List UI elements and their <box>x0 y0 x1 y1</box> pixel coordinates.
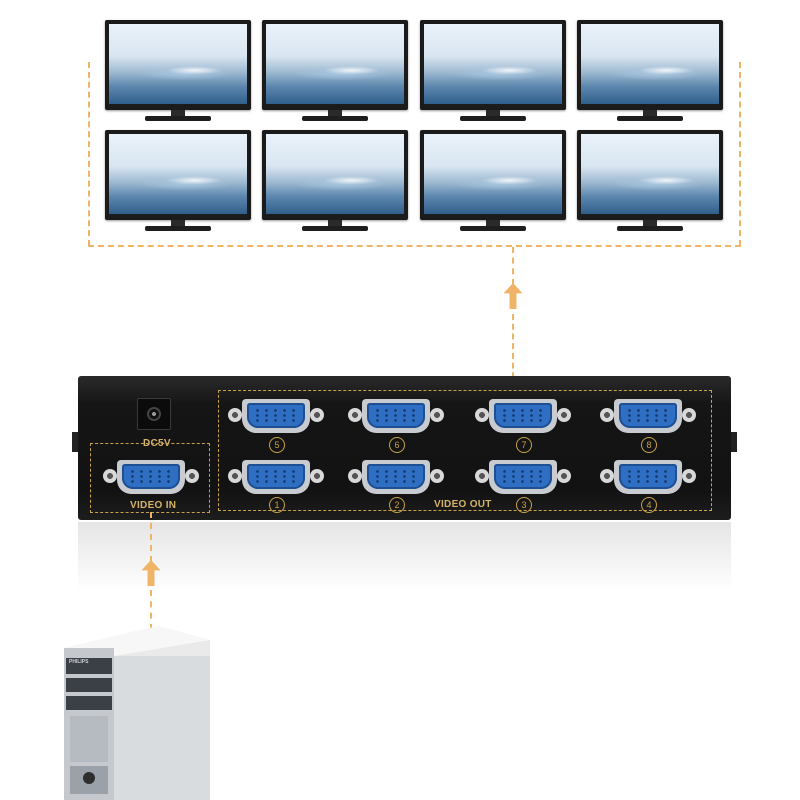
port-number: 5 <box>269 437 285 453</box>
up-arrow-icon <box>503 283 523 309</box>
monitor <box>577 130 723 235</box>
monitor <box>420 20 566 125</box>
vga-output-port-1 <box>228 460 324 494</box>
computer-brand-label: PHILIPS <box>69 659 89 665</box>
port-number: 7 <box>516 437 532 453</box>
port-number: 1 <box>269 497 285 513</box>
wall-bracket-left <box>88 62 90 246</box>
monitor <box>420 130 566 235</box>
device-ear-left <box>72 432 78 452</box>
vga-output-port-7 <box>475 399 571 433</box>
vga-output-port-5 <box>228 399 324 433</box>
monitor <box>105 130 251 235</box>
device-reflection <box>78 522 731 592</box>
vga-input-port <box>103 460 199 494</box>
port-number: 8 <box>641 437 657 453</box>
monitor <box>262 20 408 125</box>
monitor <box>577 20 723 125</box>
vga-output-port-6 <box>348 399 444 433</box>
dc-power-jack <box>137 398 171 430</box>
port-number: 6 <box>389 437 405 453</box>
wall-bracket-right <box>739 62 741 246</box>
vga-output-port-8 <box>600 399 696 433</box>
vga-output-port-4 <box>600 460 696 494</box>
input-label: VIDEO IN <box>130 500 177 511</box>
monitor <box>262 130 408 235</box>
monitor <box>105 20 251 125</box>
output-connector-line-lower <box>512 314 514 388</box>
computer-tower <box>64 626 210 800</box>
device-ear-right <box>731 432 737 452</box>
up-arrow-icon <box>141 560 161 586</box>
output-label: VIDEO OUT <box>434 499 492 510</box>
input-connector-line <box>150 512 152 562</box>
wall-bracket-bottom <box>88 245 741 247</box>
input-connector-line-lower <box>150 590 152 630</box>
output-connector-line <box>512 247 514 285</box>
vga-output-port-2 <box>348 460 444 494</box>
port-number: 3 <box>516 497 532 513</box>
vga-output-port-3 <box>475 460 571 494</box>
output-ports-frame <box>218 390 712 511</box>
port-number: 4 <box>641 497 657 513</box>
port-number: 2 <box>389 497 405 513</box>
